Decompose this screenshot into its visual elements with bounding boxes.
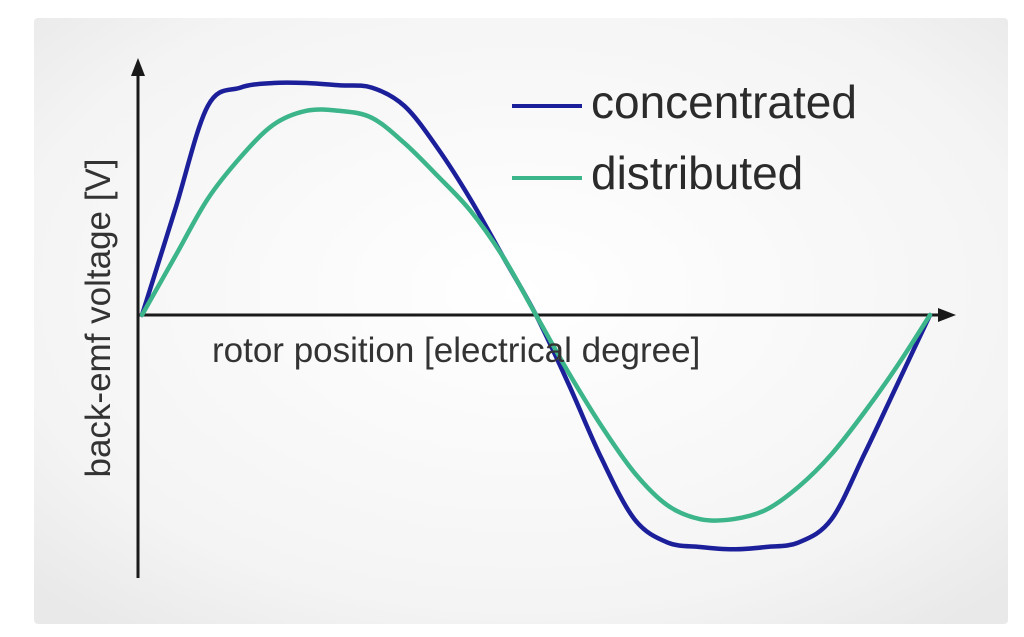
- legend: concentrated distributed: [512, 76, 857, 199]
- legend-label-distributed: distributed: [591, 147, 803, 199]
- axes: [131, 58, 956, 578]
- x-axis-arrow-icon: [938, 308, 956, 322]
- y-axis-arrow-icon: [131, 58, 145, 76]
- legend-label-concentrated: concentrated: [591, 76, 857, 128]
- series-line-distributed: [139, 107, 933, 523]
- y-axis-label: back-emf voltage [V]: [79, 158, 118, 477]
- series-layer: [139, 80, 933, 552]
- x-axis-label: rotor position [electrical degree]: [212, 331, 700, 370]
- plot-background: [34, 18, 1008, 624]
